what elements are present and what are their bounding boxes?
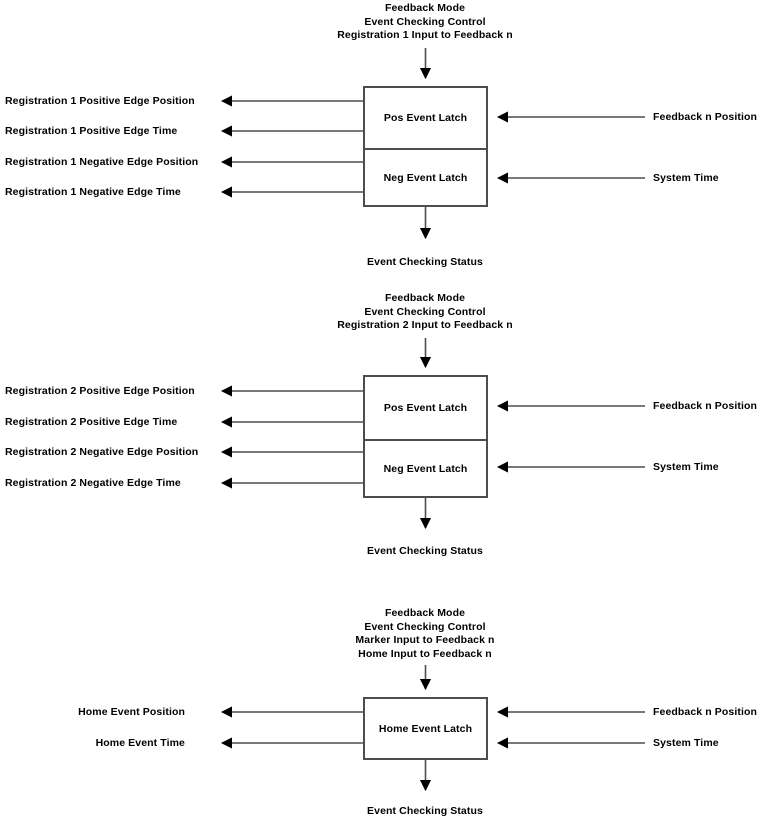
block-registration-1[interactable]: Pos Event Latch Neg Event Latch bbox=[363, 86, 488, 207]
header-line: Event Checking Control bbox=[364, 620, 486, 633]
input-label-home-feedback-n-position: Feedback n Position bbox=[653, 706, 758, 718]
output-label-reg2-neg-edge-position: Registration 2 Negative Edge Position bbox=[5, 446, 199, 458]
header-line: Home Input to Feedback n bbox=[358, 647, 492, 660]
block-registration-2-header: Feedback Mode Event Checking Control Reg… bbox=[275, 292, 575, 333]
output-label-reg1-neg-edge-position: Registration 1 Negative Edge Position bbox=[5, 156, 199, 168]
header-line: Feedback Mode bbox=[384, 2, 466, 14]
cell-pos-event-latch: Pos Event Latch bbox=[365, 88, 486, 148]
block-registration-2[interactable]: Pos Event Latch Neg Event Latch bbox=[363, 375, 488, 498]
output-label-reg2-neg-edge-time: Registration 2 Negative Edge Time bbox=[5, 477, 181, 489]
input-label-reg1-system-time: System Time bbox=[653, 172, 719, 184]
header-line: Event Checking Control bbox=[364, 15, 486, 28]
input-label-reg2-feedback-n-position: Feedback n Position bbox=[653, 400, 758, 412]
input-label-reg2-system-time: System Time bbox=[653, 461, 719, 473]
header-line: Registration 2 Input to Feedback n bbox=[337, 319, 513, 331]
output-label-reg1-pos-edge-position: Registration 1 Positive Edge Position bbox=[5, 95, 195, 107]
header-line: Registration 1 Input to Feedback n bbox=[337, 29, 513, 41]
cell-neg-event-latch: Neg Event Latch bbox=[365, 148, 486, 205]
block-registration-1-header: Feedback Mode Event Checking Control Reg… bbox=[275, 2, 575, 43]
output-label-home-event-checking-status: Event Checking Status bbox=[367, 805, 483, 817]
cell-label: Pos Event Latch bbox=[383, 112, 468, 124]
cell-label: Home Event Latch bbox=[378, 722, 473, 735]
input-label-reg1-feedback-n-position: Feedback n Position bbox=[653, 111, 758, 123]
output-label-reg1-event-checking-status: Event Checking Status bbox=[367, 256, 483, 268]
cell-home-event-latch: Home Event Latch bbox=[365, 699, 486, 758]
output-label-reg1-neg-edge-time: Registration 1 Negative Edge Time bbox=[5, 186, 181, 198]
output-label-reg2-pos-edge-position: Registration 2 Positive Edge Position bbox=[5, 385, 195, 397]
cell-neg-event-latch: Neg Event Latch bbox=[365, 439, 486, 496]
header-line: Feedback Mode bbox=[384, 607, 466, 619]
header-line: Feedback Mode bbox=[384, 292, 466, 304]
header-line: Marker Input to Feedback n bbox=[355, 634, 495, 646]
cell-label: Pos Event Latch bbox=[383, 402, 468, 414]
block-home-header: Feedback Mode Event Checking Control Mar… bbox=[275, 607, 575, 661]
cell-label: Neg Event Latch bbox=[383, 171, 468, 184]
output-label-reg1-pos-edge-time: Registration 1 Positive Edge Time bbox=[5, 125, 178, 137]
output-label-reg2-pos-edge-time: Registration 2 Positive Edge Time bbox=[5, 416, 178, 428]
input-label-home-system-time: System Time bbox=[653, 737, 719, 749]
cell-pos-event-latch: Pos Event Latch bbox=[365, 377, 486, 439]
header-line: Event Checking Control bbox=[364, 305, 486, 318]
block-home[interactable]: Home Event Latch bbox=[363, 697, 488, 760]
output-label-home-event-time: Home Event Time bbox=[95, 737, 185, 749]
output-label-home-event-position: Home Event Position bbox=[78, 706, 185, 718]
cell-label: Neg Event Latch bbox=[383, 462, 468, 475]
output-label-reg2-event-checking-status: Event Checking Status bbox=[367, 545, 483, 557]
